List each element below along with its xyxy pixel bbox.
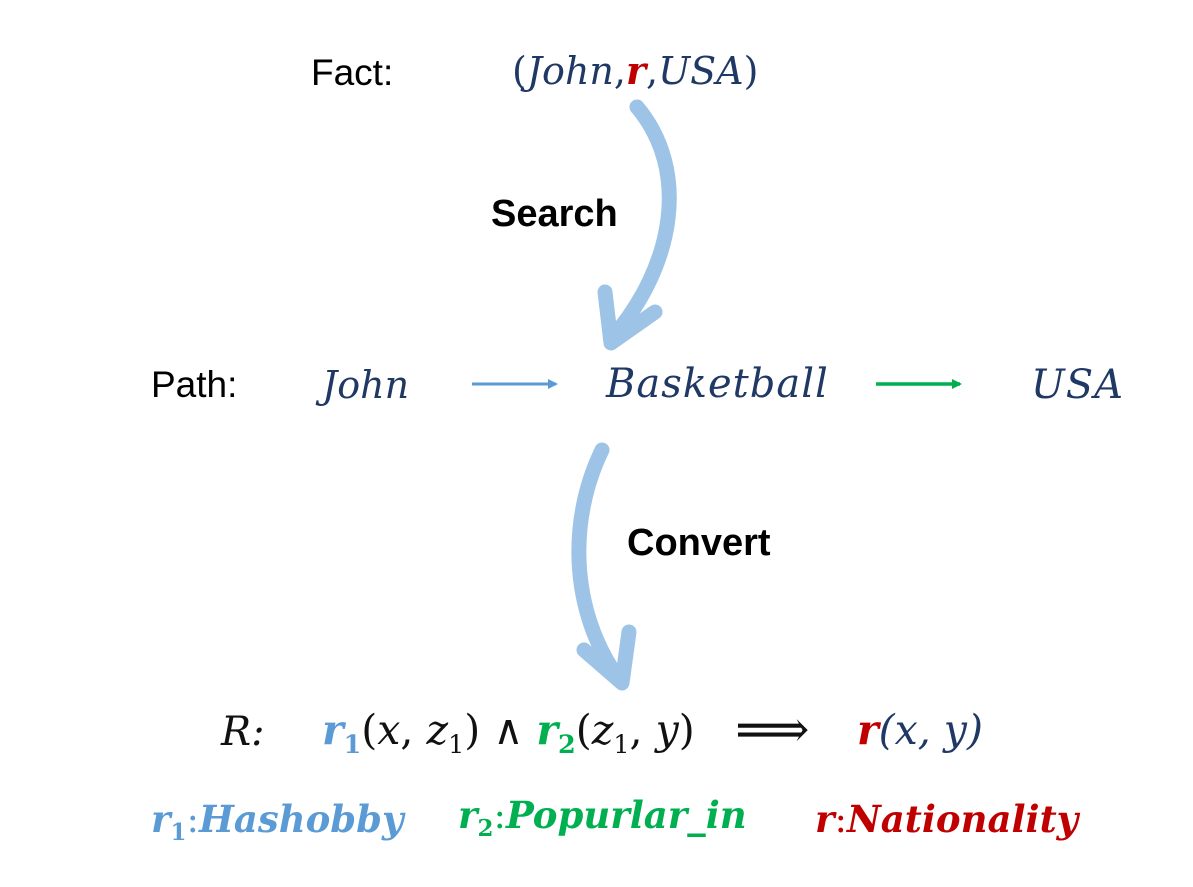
rule-r1-comma: ,	[400, 706, 414, 754]
fact-triple: (John,r,USA)	[512, 48, 758, 93]
legend-r-name: Nationality	[846, 797, 1079, 841]
fact-relation: r	[625, 48, 647, 93]
search-arrow	[597, 99, 677, 351]
fact-head: John	[526, 49, 614, 93]
rule-r2-comma: ,	[629, 706, 643, 754]
rule-r1-z: z	[426, 706, 449, 754]
legend-r1: r1:Hashobby	[151, 797, 404, 846]
rule-r1-sub: 1	[343, 728, 362, 759]
fact-open-paren: (	[512, 49, 527, 93]
fact-comma-1: ,	[613, 49, 626, 93]
rule-r1: r	[322, 706, 344, 754]
rule-r1-close: )	[464, 706, 481, 754]
fact-tail: USA	[658, 49, 744, 93]
rule-r2-z-sub: 1	[613, 728, 630, 759]
legend-r: r:Nationality	[815, 797, 1078, 841]
rule-head-args: (x, y)	[878, 706, 983, 754]
rule-implies-arrow: ⟹	[735, 700, 810, 760]
rule-head: r(x, y)	[857, 706, 983, 754]
fact-label: Fact:	[311, 52, 394, 93]
path-node-john: John	[322, 363, 410, 407]
rule-r1-x: x	[377, 706, 401, 754]
legend-r2: r2:Popurlar_in	[458, 793, 747, 842]
fact-comma-2: ,	[646, 49, 659, 93]
path-node-basketball: Basketball	[606, 361, 829, 407]
rule-r2: r	[536, 706, 559, 754]
legend-r-sep: :	[834, 798, 847, 841]
rule-r1-open: (	[361, 706, 378, 754]
rule-r1-z-sub: 1	[448, 728, 465, 759]
legend-r2-sub: 2	[477, 815, 494, 843]
legend-r1-sep: :	[186, 798, 199, 841]
legend-r2-name: Popurlar_in	[505, 793, 747, 837]
legend-r1-sym: r	[151, 797, 171, 841]
convert-arrow	[571, 442, 637, 691]
rule-label: R:	[221, 709, 265, 755]
rule-r2-close: )	[678, 706, 695, 754]
legend-r1-sub: 1	[170, 819, 187, 847]
legend-r2-sym: r	[458, 793, 478, 837]
rule-head-r: r	[857, 706, 879, 754]
rule-r2-z: z	[591, 706, 614, 754]
rule-formula: r1(x, z1) ∧ r2(z1, y)	[322, 706, 695, 759]
legend-r-sym: r	[815, 797, 835, 841]
path-node-usa: USA	[1031, 362, 1124, 408]
convert-label: Convert	[627, 522, 771, 564]
path-label: Path:	[151, 364, 238, 405]
rule-and-symbol: ∧	[493, 706, 524, 754]
rule-r2-y: y	[655, 706, 679, 754]
legend-r2-sep: :	[493, 794, 506, 837]
search-label: Search	[491, 193, 618, 235]
rule-r2-open: (	[575, 706, 592, 754]
fact-close-paren: )	[743, 49, 759, 93]
rule-r2-sub: 2	[558, 728, 576, 759]
legend-r1-name: Hashobby	[198, 797, 404, 841]
